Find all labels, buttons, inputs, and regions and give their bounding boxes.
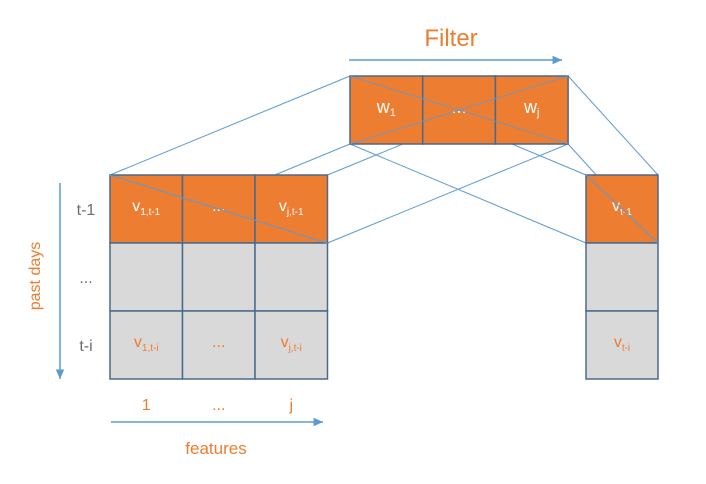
row-label: t-i — [79, 338, 92, 355]
connector-line — [327, 143, 569, 244]
column-label: 1 — [142, 397, 151, 414]
output-cell — [585, 242, 659, 312]
input-cell-label-main: v — [132, 198, 140, 215]
filter-row: w1...wj — [349, 75, 569, 145]
input-cell — [181, 242, 256, 312]
input-cell-label: v1,t-i — [134, 334, 159, 353]
input-cell-label-main: ... — [212, 334, 225, 351]
row-labels: t-1... t-i — [77, 202, 96, 355]
filter-cell-label-subscript: j — [536, 107, 539, 119]
row-label: t-1 — [77, 202, 96, 219]
filter-cell-label-main: w — [376, 97, 391, 117]
connector-line — [349, 143, 587, 244]
input-cell-label-subscript: j,t-i — [288, 343, 302, 354]
output-cell-label: vt-1 — [612, 198, 632, 217]
output-cell-label-main: v — [614, 334, 622, 351]
column-label: ... — [212, 397, 225, 414]
input-cell-label: ... — [212, 334, 225, 351]
input-cell-label-main: v — [279, 198, 287, 215]
input-matrix: v1,t-1...vj,t-1v1,t-i...vj,t-i — [109, 174, 329, 380]
input-cell-label-main: v — [281, 334, 289, 351]
input-cell-label-main: ... — [212, 198, 225, 215]
connector-line — [109, 75, 351, 176]
input-cell — [109, 242, 184, 312]
column-labels: 1... j — [142, 397, 293, 414]
row-label: ... — [79, 270, 92, 287]
filter-cell-label-subscript: 1 — [390, 107, 396, 119]
output-column: vt-1vt-i — [585, 174, 659, 380]
column-label: j — [288, 397, 293, 414]
input-cell-label: vj,t-1 — [279, 198, 304, 217]
filter-cell-label: ... — [452, 97, 467, 117]
input-cell-label-subscript: j,t-1 — [286, 207, 304, 218]
connector-line — [567, 75, 659, 176]
filter-title: Filter — [424, 25, 477, 52]
features-label: features — [185, 439, 246, 458]
input-cell-label-subscript: 1,t-1 — [140, 207, 160, 218]
input-cell-label-main: v — [134, 334, 142, 351]
input-cell — [109, 310, 184, 380]
output-cell-label: vt-i — [614, 334, 630, 353]
input-cell — [181, 310, 256, 380]
input-cell-label: ... — [212, 198, 225, 215]
filter-cell-label: w1 — [376, 97, 396, 119]
filter-cell-label-main: w — [523, 97, 538, 117]
input-cell-label-subscript: 1,t-i — [142, 343, 159, 354]
output-cell-label-subscript: t-i — [622, 343, 630, 354]
output-cell — [585, 310, 659, 380]
filter-diagonal-line — [349, 75, 569, 145]
input-cell — [254, 310, 329, 380]
filter-cell-label: wj — [523, 97, 539, 119]
input-cell-label: v1,t-1 — [132, 198, 160, 217]
output-cell-label-subscript: t-1 — [620, 207, 632, 218]
filter-cell-label-main: ... — [452, 97, 467, 117]
output-cell-diagonal-line — [585, 174, 659, 244]
past-days-label: past days — [27, 242, 44, 310]
input-row-diagonal-line — [109, 174, 328, 244]
output-cell-label-main: v — [612, 198, 620, 215]
input-cell — [254, 242, 329, 312]
input-cell-label: vj,t-i — [281, 334, 302, 353]
